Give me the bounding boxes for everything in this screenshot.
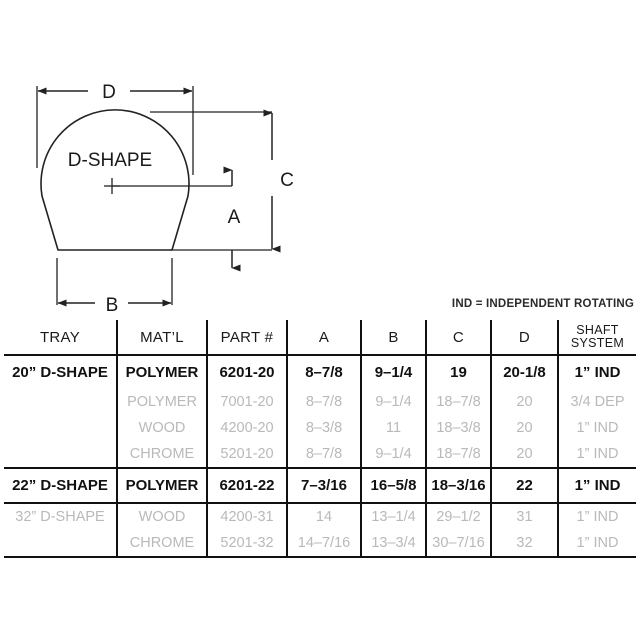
cell-matl: WOOD: [116, 503, 207, 530]
cell-b: 11: [360, 415, 426, 441]
cell-part: 7001-20: [206, 389, 287, 415]
cell-b: 13–3/4: [360, 530, 426, 558]
col-header-a: A: [286, 320, 361, 356]
cell-part: 4200-31: [206, 503, 287, 530]
cell-part: 6201-20: [206, 355, 287, 389]
cell-d: 20: [490, 389, 558, 415]
col-header-shaft-line1: SHAFT: [576, 322, 619, 337]
col-header-shaft-system: SHAFT SYSTEM: [557, 320, 636, 356]
cell-d: 20-1/8: [490, 355, 558, 389]
cell-tray: [4, 389, 117, 415]
cell-tray: [4, 415, 117, 441]
dim-label-a: A: [228, 207, 241, 228]
cell-matl: CHROME: [116, 441, 207, 469]
col-header-tray: TRAY: [4, 320, 117, 356]
cell-a: 14–7/16: [286, 530, 361, 558]
cell-d: 22: [490, 468, 558, 504]
cell-a: 8–7/8: [286, 389, 361, 415]
cell-tray: 32” D-SHAPE: [15, 509, 105, 525]
cell-tray: [4, 530, 117, 558]
col-header-c: C: [425, 320, 491, 356]
cell-shaft: 3/4 DEP: [557, 389, 636, 415]
cell-shaft: 1” IND: [557, 468, 636, 504]
cell-c: 18–7/8: [425, 389, 491, 415]
cell-a: 14: [286, 503, 361, 530]
cell-a: 8–3/8: [286, 415, 361, 441]
cell-d: 31: [490, 503, 558, 530]
d-shape-outline: [40, 109, 190, 251]
cell-c: 18–3/16: [425, 468, 491, 504]
cell-b: 16–5/8: [360, 468, 426, 504]
cell-d: 20: [490, 415, 558, 441]
cell-matl: CHROME: [116, 530, 207, 558]
dim-label-d: D: [102, 82, 116, 103]
cell-c: 30–7/16: [425, 530, 491, 558]
shape-label: D-SHAPE: [68, 150, 152, 171]
cell-a: 7–3/16: [286, 468, 361, 504]
col-header-d: D: [490, 320, 558, 356]
cell-matl: POLYMER: [116, 468, 207, 504]
cell-b: 13–1/4: [360, 503, 426, 530]
cell-tray: 22” D-SHAPE: [4, 468, 117, 504]
cell-b: 9–1/4: [360, 355, 426, 389]
cell-shaft: 1” IND: [557, 441, 636, 469]
cell-part: 4200-20: [206, 415, 287, 441]
col-header-matl: MAT’L: [116, 320, 207, 356]
cell-a: 8–7/8: [286, 441, 361, 469]
cell-part: 5201-32: [206, 530, 287, 558]
cell-matl: WOOD: [116, 415, 207, 441]
cell-b: 9–1/4: [360, 389, 426, 415]
cell-b: 9–1/4: [360, 441, 426, 469]
spec-table-container: TRAY MAT’L PART # A B C D SHAFT SYSTEM 2…: [4, 320, 636, 558]
cell-d: 32: [490, 530, 558, 558]
cell-matl: POLYMER: [116, 355, 207, 389]
cell-c: 18–3/8: [425, 415, 491, 441]
table-header-row: TRAY MAT’L PART # A B C D SHAFT SYSTEM: [4, 320, 636, 356]
col-header-b: B: [360, 320, 426, 356]
cell-shaft: 1” IND: [557, 503, 636, 530]
specification-table: TRAY MAT’L PART # A B C D SHAFT SYSTEM 2…: [4, 320, 636, 558]
cell-tray: 20” D-SHAPE: [12, 364, 108, 381]
dim-label-b: B: [106, 295, 119, 316]
col-header-shaft-line2: SYSTEM: [570, 336, 625, 350]
cell-d: 20: [490, 441, 558, 469]
cell-shaft: 1” IND: [557, 530, 636, 558]
cell-c: 19: [425, 355, 491, 389]
dim-label-c: C: [280, 170, 294, 191]
ind-legend-note: IND = INDEPENDENT ROTATING: [451, 298, 634, 310]
cell-matl: POLYMER: [116, 389, 207, 415]
cell-part: 5201-20: [206, 441, 287, 469]
drawing-svg: D C A B D-SHAPE: [36, 82, 294, 316]
col-header-part: PART #: [206, 320, 287, 356]
cell-c: 29–1/2: [425, 503, 491, 530]
cell-c: 18–7/8: [425, 441, 491, 469]
d-shape-technical-drawing: D C A B D-SHAPE: [0, 0, 420, 320]
cell-part: 6201-22: [206, 468, 287, 504]
cell-shaft: 1” IND: [557, 355, 636, 389]
cell-shaft: 1” IND: [557, 415, 636, 441]
cell-a: 8–7/8: [286, 355, 361, 389]
cell-tray: [4, 441, 117, 469]
